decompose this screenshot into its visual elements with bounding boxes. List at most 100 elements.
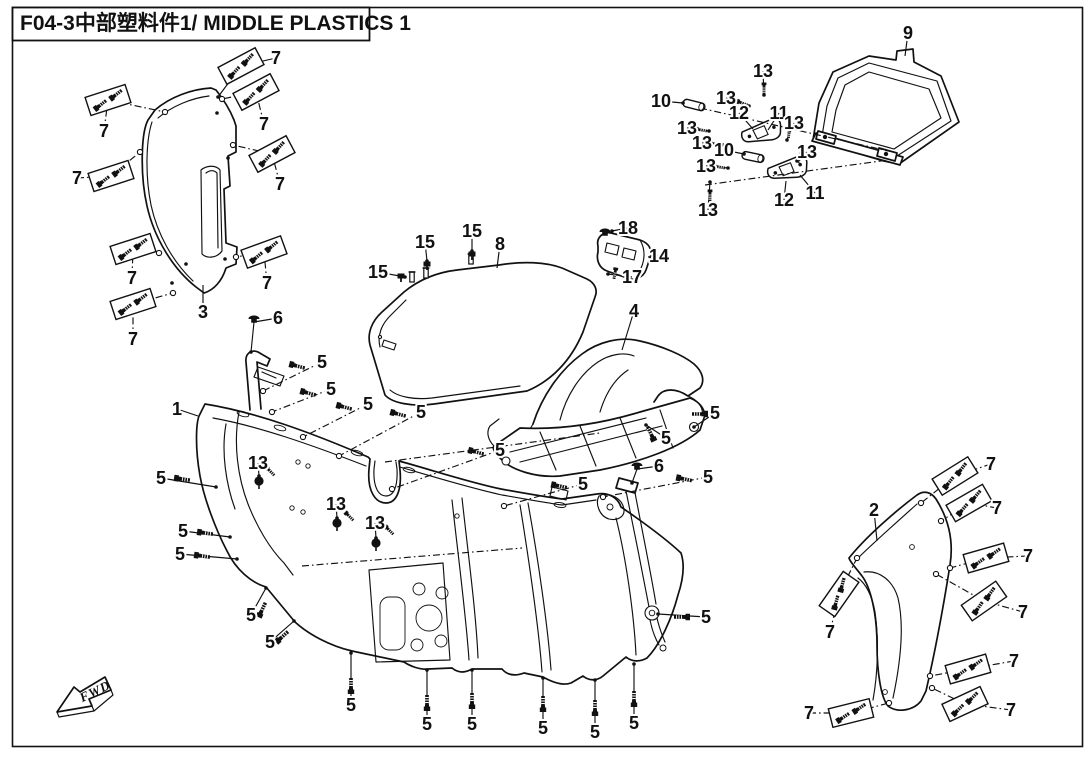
part-1-top-bracket [245,350,271,411]
part-14-bracket [596,231,652,280]
callout-label-7: 7 [1009,651,1019,671]
leader-line [338,411,422,457]
callout-label-7: 7 [262,273,272,293]
mount-point [721,143,725,147]
mount-hole [155,249,163,257]
mount-point [762,93,766,97]
callout-label-7: 7 [1006,700,1016,720]
mount-point [216,95,220,99]
mount-hole [232,253,240,261]
mount-hole [268,408,276,416]
part-1-side-strip [624,481,666,646]
callout-label-15: 15 [415,232,435,252]
mount-point [707,129,711,133]
callout-label-10: 10 [651,91,671,111]
mount-point [610,229,614,233]
mount-point [349,651,353,655]
callout-label-6: 6 [273,308,283,328]
page-frame: F04-3中部塑料件1/ MIDDLE PLASTICS 1 [11,6,1084,748]
mount-point [606,272,610,276]
part-2-outline [848,491,953,711]
mount-hole [136,148,144,156]
callout-label-6: 6 [654,456,664,476]
callout-label-5: 5 [346,695,356,715]
leader-line [176,408,199,417]
callout-label-5: 5 [467,714,477,734]
callout-label-5: 5 [317,352,327,372]
leader-line [904,32,909,57]
callout-label-5: 5 [156,468,166,488]
mount-point [470,249,474,253]
leader-line [262,361,323,392]
mount-point [630,481,634,485]
page-border [11,6,1084,748]
callout-label-13: 13 [753,61,773,81]
callout-label-5: 5 [703,467,713,487]
leader-line [799,174,816,194]
leader-line [647,255,660,258]
leader-line [496,243,501,269]
mount-point [692,425,696,429]
part-3-front-side-panel [141,87,238,294]
mount-point [257,474,261,478]
screw-kit-box-icon [88,160,134,191]
part-8-cover-panel [368,261,597,406]
mount-point [228,535,232,539]
callout-label-7: 7 [1018,602,1028,622]
bolt-fastener-icon [196,528,214,538]
callout-label-3: 3 [198,302,208,322]
mount-point [593,678,597,682]
leader-line [767,112,780,131]
callout-label-12: 12 [729,103,749,123]
callout-label-13: 13 [677,118,697,138]
leader-line [607,273,633,278]
callout-label-13: 13 [797,142,817,162]
leader-line [269,620,295,643]
mount-hole [500,502,508,510]
leader-line [723,149,745,155]
callout-label-9: 9 [903,23,913,43]
callout-label-18: 18 [618,218,638,238]
mount-hole [299,433,307,441]
part-4-outline [532,338,704,425]
screw-kit-box-icon [961,581,1006,621]
callout-label-7: 7 [259,114,269,134]
screw-kit-box-icon [945,654,991,684]
screw-kit-box-icon [249,136,295,172]
screw-kit-box-icon [218,48,264,84]
callout-label-14: 14 [649,246,669,266]
bolt-fastener-icon [591,699,599,717]
part-3-outline [141,87,238,294]
screw-kit-box-icon [241,236,287,268]
part-1-outline [195,403,684,685]
leader-line [374,522,377,539]
callout-label-5: 5 [246,605,256,625]
mount-point [681,101,685,105]
mount-point [742,152,746,156]
mount-point [403,275,407,279]
callout-label-5: 5 [416,402,426,422]
mount-point [747,104,751,108]
mount-point [335,516,339,520]
mount-point [249,350,253,354]
callout-label-5: 5 [710,403,720,423]
callout-label-10: 10 [714,140,734,160]
screw-kit-box-icon [932,457,978,495]
screw-kit-box-icon [946,484,992,521]
mount-point [425,259,429,263]
bolt-fastener-icon [468,692,476,710]
screw-kit-box-icon [819,571,859,616]
callout-label-11: 11 [805,183,824,203]
part-8-outline [368,261,597,406]
callout-label-5: 5 [175,544,185,564]
bolt-fastener-icon [298,387,318,399]
callout-label-13: 13 [692,133,712,153]
stud-fastener-icon [407,271,417,283]
callout-label-5: 5 [178,521,188,541]
callout-label-4: 4 [629,301,639,321]
mount-hole [885,699,893,707]
callout-label-15: 15 [368,262,388,282]
part-9-storage-lid [738,48,960,185]
mount-hole [937,517,945,525]
screw-kit-box-icon [942,687,988,722]
